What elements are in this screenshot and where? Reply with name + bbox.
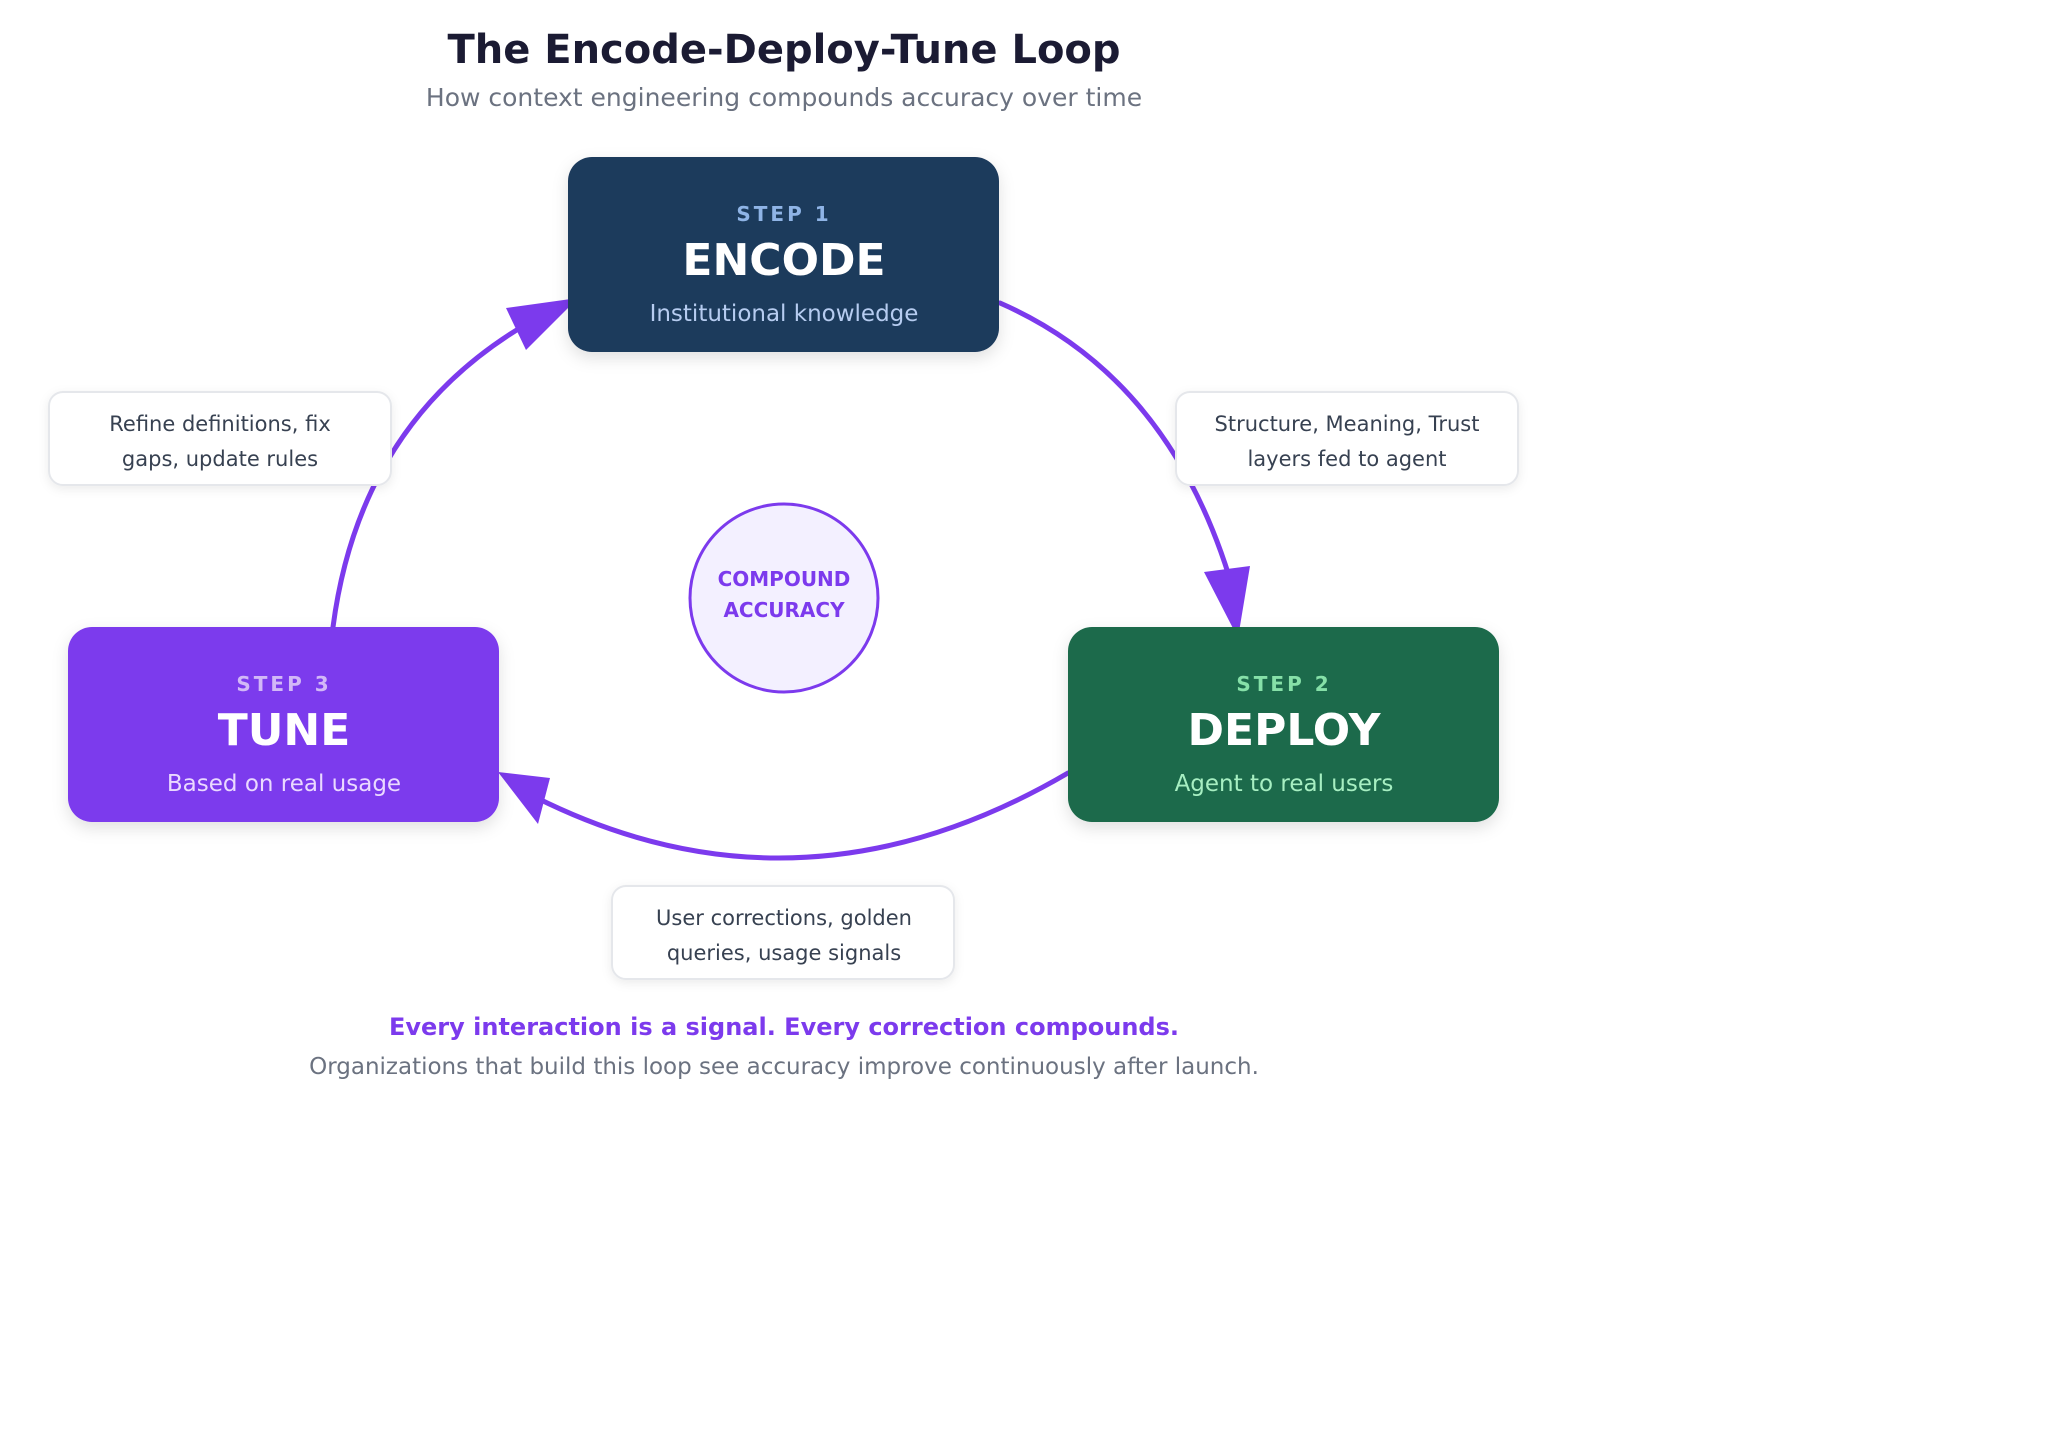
loop-diagram: The Encode-Deploy-Tune Loop How context …: [48, 27, 1519, 1080]
cycle-arrows: [330, 298, 1250, 861]
center-label-line: COMPOUND: [718, 567, 851, 591]
step-deploy-card: STEP 2 DEPLOY Agent to real users: [1068, 627, 1499, 822]
step-deploy-description: Agent to real users: [1175, 771, 1394, 797]
diagram-subtitle: How context engineering compounds accura…: [426, 83, 1142, 112]
arrow-tune-to-encode: [330, 319, 533, 630]
center-label-line: ACCURACY: [723, 598, 845, 622]
step-tune-description: Based on real usage: [167, 771, 401, 797]
step-encode-name: ENCODE: [682, 235, 885, 286]
arrowhead-deploy: [1204, 566, 1250, 638]
step-encode-label: STEP 1: [736, 202, 831, 226]
footnote: Organizations that build this loop see a…: [309, 1054, 1259, 1080]
step-encode-card: STEP 1 ENCODE Institutional knowledge: [568, 157, 999, 352]
diagram-title: The Encode-Deploy-Tune Loop: [447, 27, 1120, 73]
transition-note-line: gaps, update rules: [122, 447, 318, 471]
center-compound-accuracy: COMPOUND ACCURACY: [688, 502, 880, 694]
arrow-encode-to-deploy: [997, 300, 1239, 603]
transition-note-tune-encode: Refine definitions, fix gaps, update rul…: [48, 391, 392, 486]
transition-note-encode-deploy: Structure, Meaning, Trust layers fed to …: [1175, 391, 1519, 486]
arrowhead-tune: [498, 772, 550, 824]
transition-note-deploy-tune: User corrections, golden queries, usage …: [611, 885, 955, 980]
tagline: Every interaction is a signal. Every cor…: [389, 1013, 1179, 1041]
transition-note-line: Structure, Meaning, Trust: [1215, 412, 1480, 436]
step-tune-card: STEP 3 TUNE Based on real usage: [68, 627, 499, 822]
step-tune-label: STEP 3: [236, 672, 331, 696]
step-encode-description: Institutional knowledge: [650, 301, 919, 327]
step-tune-name: TUNE: [218, 705, 351, 756]
step-deploy-label: STEP 2: [1236, 672, 1331, 696]
transition-note-line: User corrections, golden: [656, 906, 912, 930]
arrow-deploy-to-tune: [532, 770, 1071, 861]
transition-note-line: Refine definitions, fix: [109, 412, 331, 436]
step-deploy-name: DEPLOY: [1188, 705, 1382, 756]
transition-note-line: queries, usage signals: [667, 941, 901, 965]
arrowhead-encode: [506, 298, 578, 350]
transition-note-line: layers fed to agent: [1247, 447, 1446, 471]
